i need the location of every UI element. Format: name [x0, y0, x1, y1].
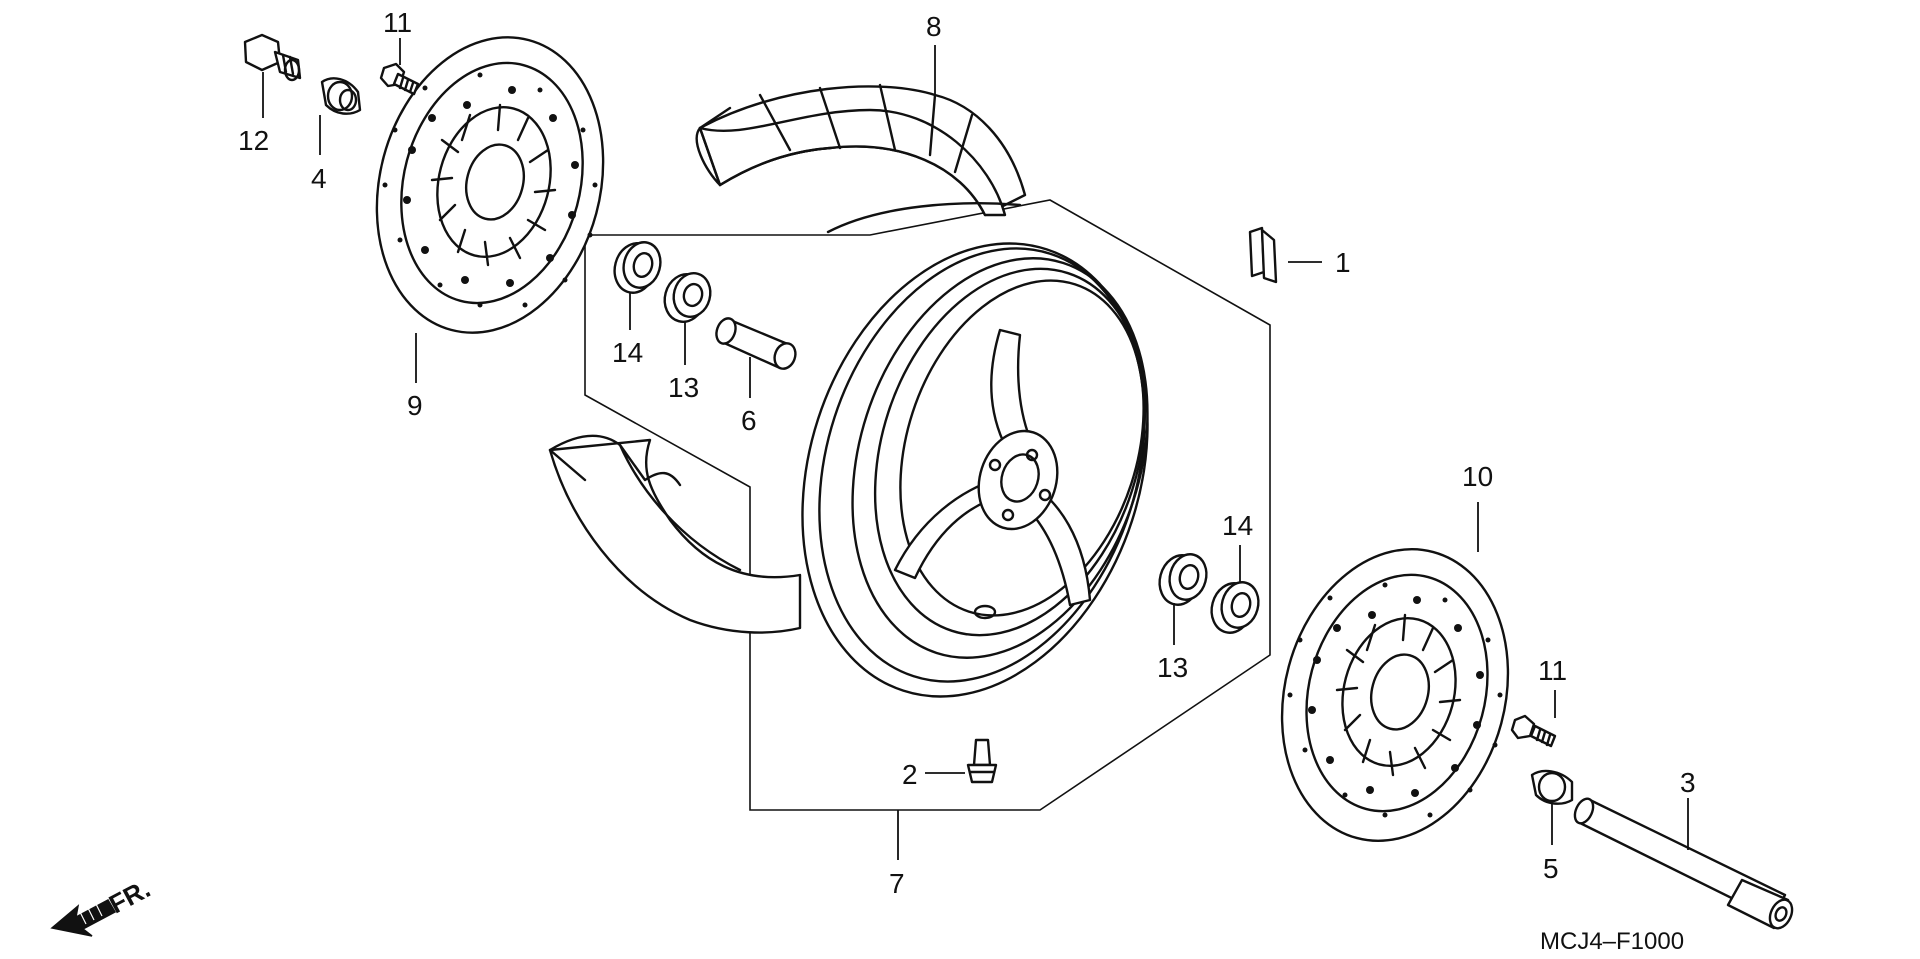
callout-6: 6: [741, 405, 757, 436]
tire[interactable]: [695, 83, 1027, 234]
collar-left[interactable]: [320, 77, 362, 115]
callout-10: 10: [1462, 461, 1493, 492]
brake-disc-right[interactable]: [1250, 524, 1539, 867]
callout-1: 1: [1335, 247, 1351, 278]
callout-11-lower: 11: [1538, 655, 1567, 686]
dust-seal-left[interactable]: [609, 238, 665, 297]
front-axle[interactable]: [1571, 796, 1796, 932]
callout-13-right: 13: [1157, 652, 1188, 683]
assembly-outline: [584, 199, 1271, 811]
leader-lines: [262, 38, 1689, 860]
callout-4: 4: [311, 163, 327, 194]
bearing-right[interactable]: [1154, 550, 1211, 609]
callout-2: 2: [902, 759, 918, 790]
callout-8: 8: [926, 11, 942, 42]
diagram-code: MCJ4–F1000: [1540, 928, 1684, 955]
front-wheel[interactable]: [746, 198, 1203, 741]
callout-9: 9: [407, 390, 423, 421]
disc-bolt-lower[interactable]: [1510, 714, 1557, 748]
callout-13-left: 13: [668, 372, 699, 403]
callout-14-left: 14: [612, 337, 643, 368]
disc-bolt-upper[interactable]: [379, 62, 420, 96]
callout-5: 5: [1543, 853, 1559, 884]
callout-11-upper: 11: [383, 7, 412, 38]
callout-7: 7: [889, 868, 905, 899]
distance-collar[interactable]: [713, 316, 799, 372]
bearing-left[interactable]: [659, 269, 715, 326]
arrow-front-icon: [50, 898, 117, 937]
balance-weight[interactable]: [1248, 226, 1278, 284]
dust-seal-right[interactable]: [1206, 578, 1263, 637]
callout-12: 12: [238, 125, 269, 156]
axle-bolt[interactable]: [243, 33, 302, 82]
tire-lower[interactable]: [548, 434, 802, 634]
callout-3: 3: [1680, 767, 1696, 798]
air-valve[interactable]: [966, 738, 998, 784]
collar-right[interactable]: [1530, 769, 1574, 805]
callout-14-right: 14: [1222, 510, 1253, 541]
brake-disc-left[interactable]: [345, 12, 635, 359]
